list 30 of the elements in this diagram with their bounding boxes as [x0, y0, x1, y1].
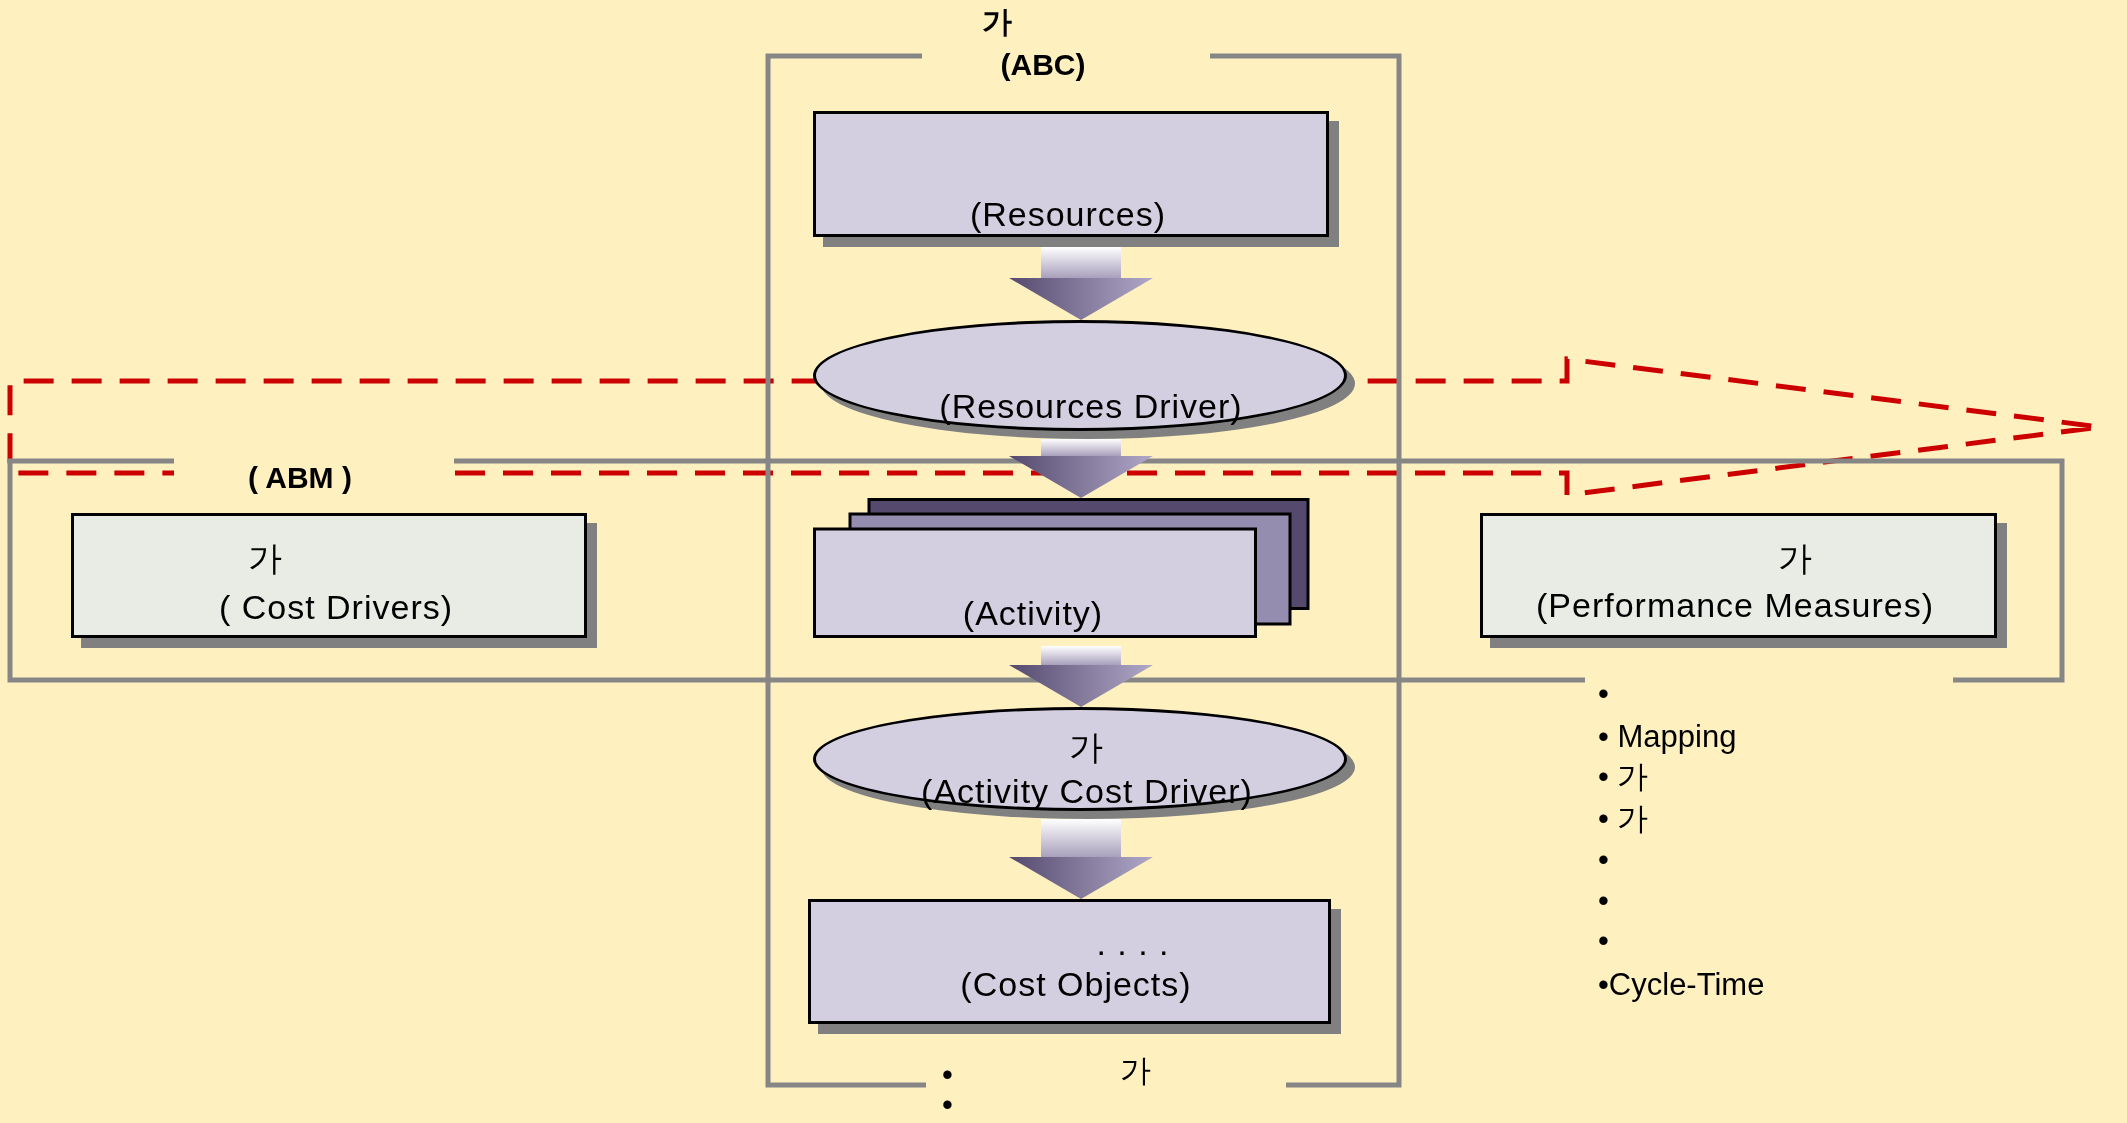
- frame-heading: 가: [982, 4, 1012, 40]
- note-text: • Mapping: [1598, 720, 1737, 754]
- node-label: (Cost Objects): [960, 965, 1192, 1003]
- frame-heading: ( ABM ): [248, 460, 352, 496]
- node-label: (Resources): [969, 195, 1167, 233]
- note-text: •: [1598, 677, 1609, 711]
- stacked-boxes: [813, 498, 1310, 638]
- note-text: •: [942, 1058, 953, 1092]
- block-arrow: [1009, 646, 1153, 707]
- node-label: (Performance Measures): [1536, 586, 1934, 624]
- note-text: • 가: [1598, 760, 1649, 794]
- frame-heading: (ABC): [1000, 47, 1086, 83]
- node-label: 가: [1777, 539, 1813, 577]
- node-label: ( Cost Drivers): [218, 588, 454, 626]
- node-label: 가: [1068, 728, 1104, 766]
- node-label: 가: [247, 539, 283, 577]
- node-label: (Activity): [962, 594, 1104, 632]
- note-text: •Cycle-Time: [1598, 968, 1765, 1002]
- note-text: •: [1598, 924, 1609, 958]
- node-label: . . . .: [1096, 924, 1170, 962]
- block-arrow: [1009, 439, 1153, 498]
- node-label: (Activity Cost Driver): [921, 772, 1253, 810]
- block-arrow: [1009, 819, 1153, 899]
- note-text: •: [1598, 884, 1609, 918]
- note-text: 가: [1120, 1054, 1151, 1088]
- block-arrow: [1009, 247, 1153, 320]
- note-text: •: [942, 1092, 953, 1118]
- node-label: (Resources Driver): [939, 387, 1243, 425]
- note-text: • 가: [1598, 802, 1649, 836]
- note-text: •: [1598, 843, 1609, 877]
